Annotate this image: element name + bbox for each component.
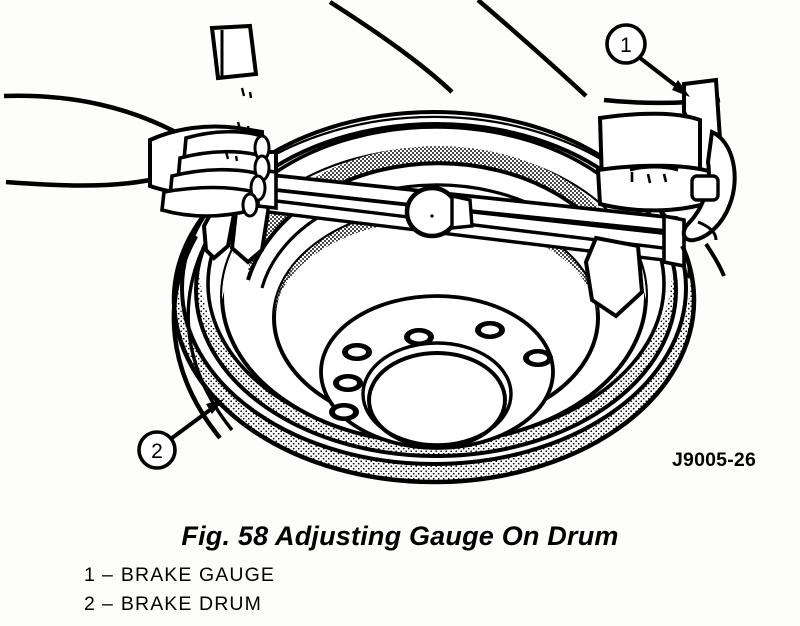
right-wrist-line-b	[704, 242, 726, 277]
left-fingertip-3	[249, 174, 267, 202]
gauge-right-shoe	[583, 235, 645, 319]
callout-1[interactable]: 1	[605, 23, 690, 97]
figure-legend: 1–BRAKE GAUGE 2–BRAKE DRUM	[84, 561, 275, 619]
left-hand-detail-1	[240, 87, 253, 99]
left-fingertip-4	[241, 192, 259, 218]
callout-2-circle[interactable]	[137, 430, 177, 470]
drum-outer-edge-inner	[180, 110, 688, 466]
gauge-knob-bracket	[450, 193, 474, 230]
callout-1-label: 1	[620, 34, 632, 57]
legend-item-1: 1–BRAKE GAUGE	[84, 561, 275, 590]
left-finger-little	[160, 185, 256, 218]
drum-upper-shading	[247, 146, 628, 280]
lug-hole	[342, 343, 372, 361]
callout-1-arrowhead	[672, 80, 690, 97]
left-forearm-lower	[5, 177, 151, 188]
legend-item-1-number: 1	[84, 564, 96, 586]
legend-item-2-dash: –	[101, 593, 114, 615]
right-arm-line-b	[476, 0, 588, 98]
lug-hole	[475, 321, 505, 339]
legend-item-1-dash: –	[101, 564, 114, 586]
gauge-knob-center-dot	[430, 214, 434, 218]
right-hand-finger-marks	[630, 172, 668, 184]
drum-hub-bore	[367, 351, 507, 449]
legend-item-1-label: BRAKE GAUGE	[120, 564, 275, 586]
gauge-right-rail-cap	[662, 213, 686, 269]
legend-item-2-label: BRAKE DRUM	[120, 593, 262, 615]
right-arm-line-a	[328, 0, 454, 94]
right-hand-finger-line	[629, 165, 679, 172]
drum-lug-holes	[329, 321, 553, 421]
left-hand-detail-2	[236, 121, 251, 132]
lug-hole	[523, 349, 553, 367]
gauge-left-handle[interactable]	[209, 23, 259, 81]
callout-1-circle[interactable]	[605, 23, 647, 65]
left-hand	[3, 23, 271, 218]
lug-hole	[404, 328, 434, 346]
right-hand	[328, 0, 737, 279]
lug-hole	[329, 403, 359, 421]
lug-hole	[333, 374, 363, 392]
drawing-number: J9005-26	[672, 449, 757, 471]
right-knuckle	[690, 174, 720, 202]
drum-hub-bore-outer	[361, 341, 513, 447]
callout-2-label: 2	[151, 440, 163, 463]
figure-caption: Fig. 58 Adjusting Gauge On Drum	[181, 521, 619, 551]
right-wrist-line-a	[680, 245, 692, 279]
gauge-center-knob[interactable]	[404, 185, 460, 239]
right-thumb-crease	[697, 220, 718, 241]
callout-2-arrowhead	[206, 399, 224, 414]
callout-2[interactable]: 2	[137, 399, 224, 470]
left-hand-detail-3	[224, 151, 239, 162]
legend-item-2-number: 2	[84, 593, 96, 615]
legend-item-2: 2–BRAKE DRUM	[84, 590, 275, 619]
left-forearm-upper	[3, 93, 192, 142]
drum-rim-line-a	[194, 122, 678, 458]
